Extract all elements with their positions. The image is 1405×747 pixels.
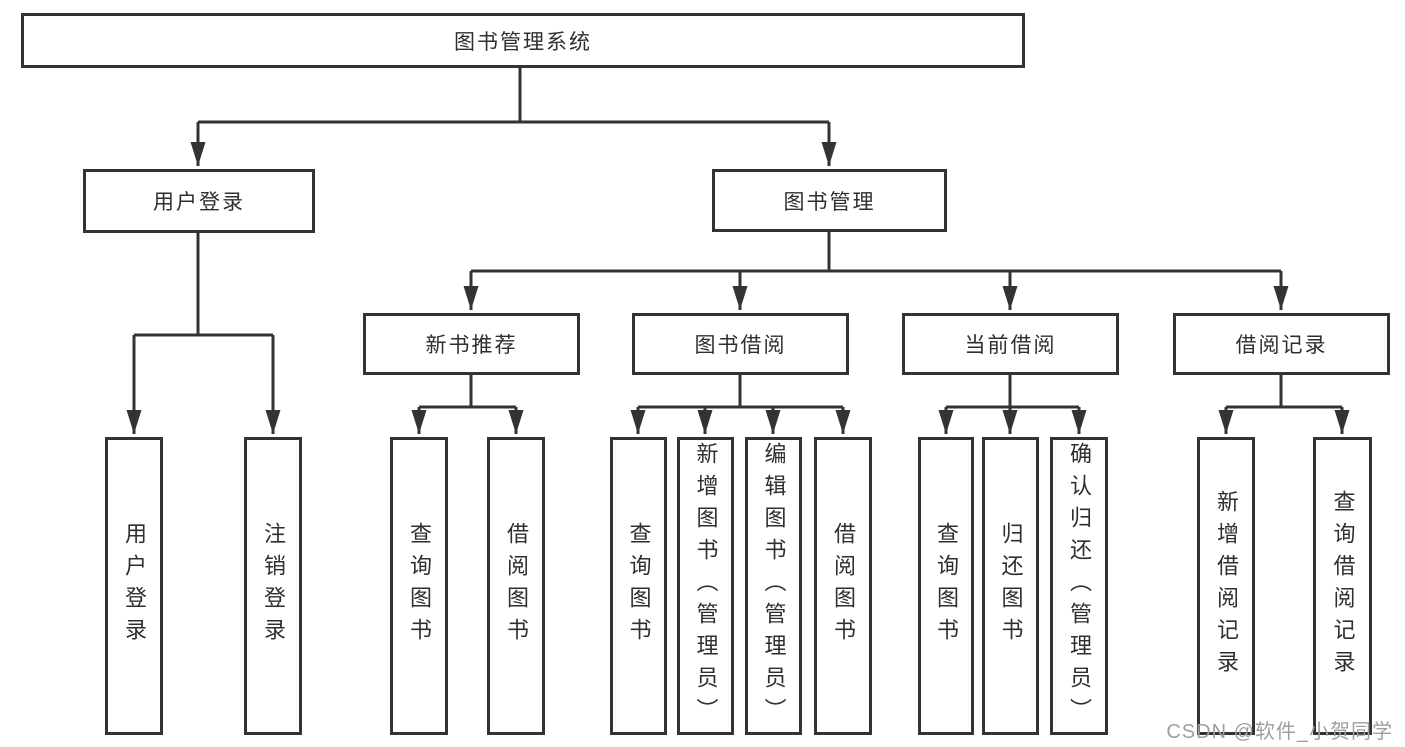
leaf-add-borrow-record: 新增借阅记录 [1197, 437, 1255, 735]
leaf-add-book-admin: 新增图书（管理员） [677, 437, 734, 735]
leaf-query-borrow-record-label: 查询借阅记录 [1330, 490, 1356, 682]
node-book-management-label: 图书管理 [783, 190, 876, 214]
connector-book-borrow-to-leaves [630, 375, 851, 434]
leaf-edit-book-admin: 编辑图书（管理员） [745, 437, 802, 735]
leaf-user-login-label: 用户登录 [122, 522, 147, 650]
leaf-confirm-return-admin-label: 确认归还（管理员） [1067, 442, 1092, 730]
node-current-borrowing-label: 当前借阅 [964, 334, 1057, 357]
csdn-watermark: CSDN @软件_小贺同学 [1166, 721, 1393, 743]
node-user-login-label: 用户登录 [153, 191, 245, 214]
leaf-add-book-admin-label: 新增图书（管理员） [693, 442, 719, 730]
leaf-borrow-books-label: 借阅图书 [831, 522, 856, 650]
leaf-add-borrow-record-label: 新增借阅记录 [1214, 490, 1239, 682]
node-new-book-recommendation-label: 新书推荐 [425, 334, 518, 357]
leaf-borrow-books-new-rec: 借阅图书 [487, 437, 545, 735]
leaf-confirm-return-admin: 确认归还（管理员） [1050, 437, 1108, 735]
connector-borrow-records-to-leaves [1218, 375, 1350, 434]
leaf-borrow-books-new-rec-label: 借阅图书 [504, 522, 529, 650]
leaf-return-books-label: 归还图书 [998, 522, 1024, 650]
connector-book-mgmt-to-groups [463, 232, 1289, 310]
node-current-borrowing: 当前借阅 [902, 313, 1119, 375]
leaf-query-books-borrowing: 查询图书 [610, 437, 667, 735]
node-root-system: 图书管理系统 [21, 13, 1025, 68]
connector-root-to-level2 [190, 68, 837, 166]
leaf-logout: 注销登录 [244, 437, 302, 735]
node-root-label: 图书管理系统 [454, 30, 592, 54]
node-book-borrowing: 图书借阅 [632, 313, 849, 375]
leaf-query-borrow-record: 查询借阅记录 [1313, 437, 1372, 735]
node-book-borrowing-label: 图书借阅 [694, 334, 787, 357]
leaf-query-books-new-rec: 查询图书 [390, 437, 448, 735]
leaf-edit-book-admin-label: 编辑图书（管理员） [761, 442, 787, 730]
leaf-query-books-current: 查询图书 [918, 437, 974, 735]
node-borrowing-records-label: 借阅记录 [1235, 334, 1328, 357]
node-borrowing-records: 借阅记录 [1173, 313, 1390, 375]
leaf-user-login: 用户登录 [105, 437, 163, 735]
leaf-logout-label: 注销登录 [261, 522, 286, 650]
leaf-query-books-new-rec-label: 查询图书 [407, 522, 432, 650]
node-new-book-recommendation: 新书推荐 [363, 313, 580, 375]
connector-user-login-to-leaves [126, 233, 281, 434]
node-book-management: 图书管理 [712, 169, 947, 232]
leaf-query-books-borrowing-label: 查询图书 [626, 522, 652, 650]
leaf-borrow-books: 借阅图书 [814, 437, 872, 735]
connector-new-book-rec-to-leaves [411, 375, 524, 434]
leaf-return-books: 归还图书 [982, 437, 1039, 735]
node-user-login: 用户登录 [83, 169, 315, 233]
connector-current-borrow-to-leaves [938, 375, 1087, 434]
leaf-query-books-current-label: 查询图书 [934, 522, 959, 650]
